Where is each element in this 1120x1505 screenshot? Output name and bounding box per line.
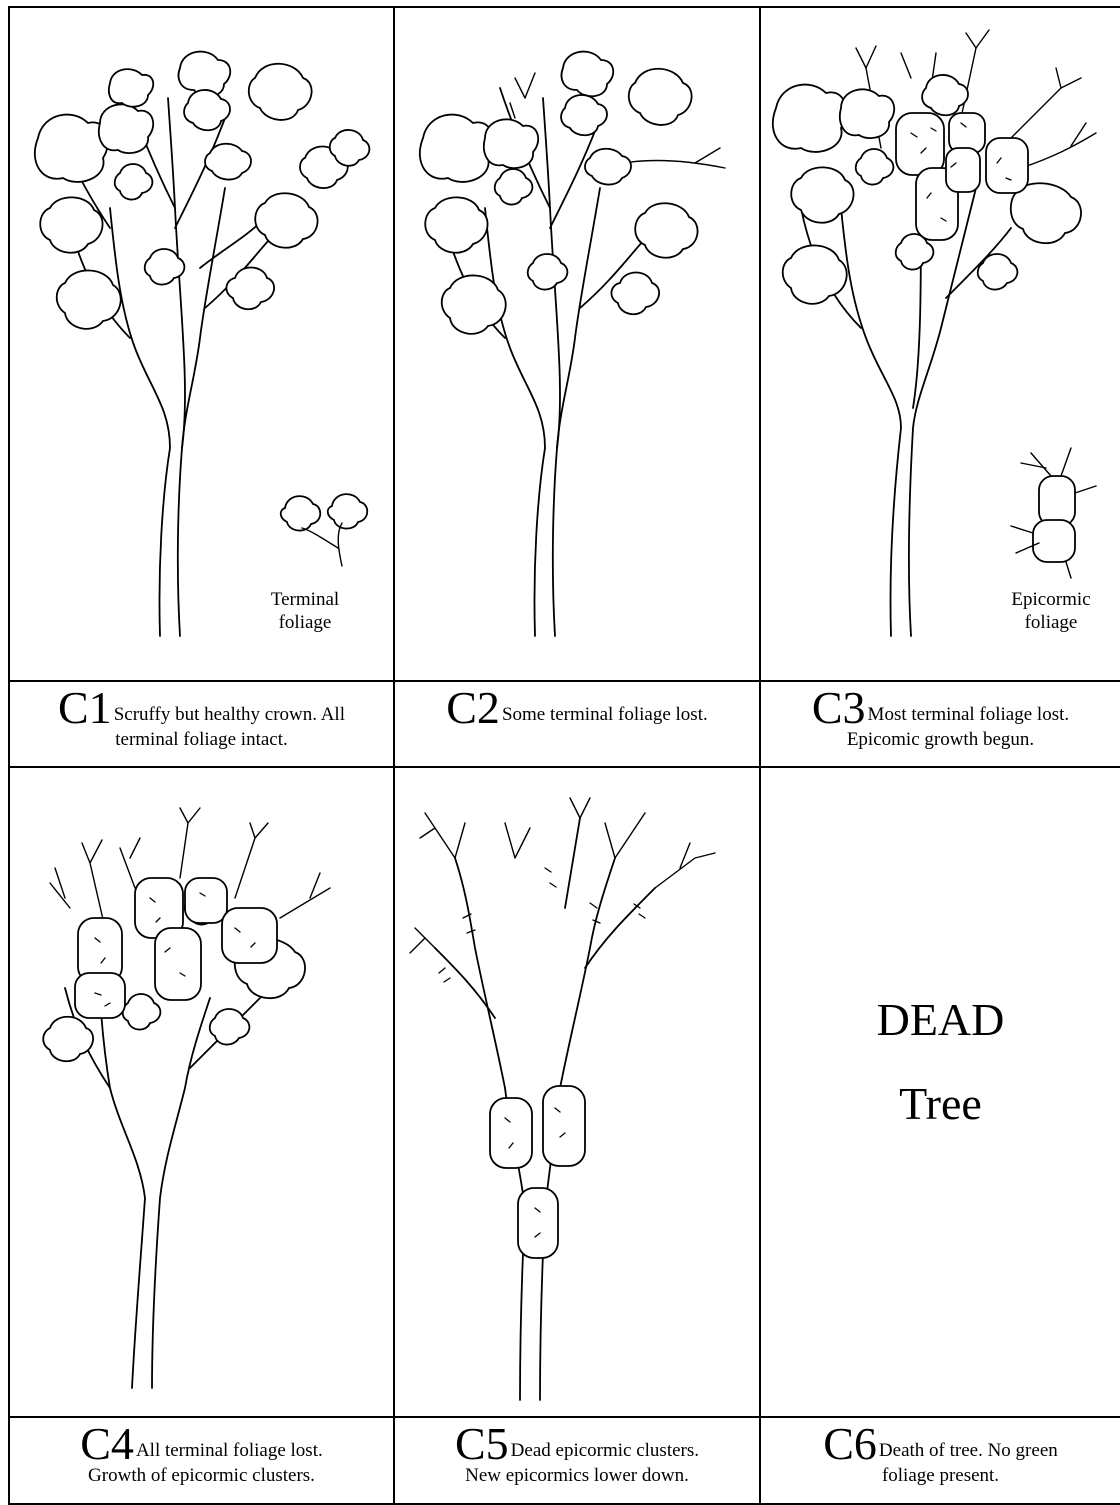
caption-c6-line1: Death of tree. No green [879, 1440, 1058, 1464]
caption-c2-line1: Some terminal foliage lost. [502, 704, 708, 728]
caption-c4-line2: Growth of epicormic clusters. [18, 1464, 385, 1488]
tree-c3-drawing [761, 8, 1120, 682]
caption-c6: C6 Death of tree. No green foliage prese… [761, 1416, 1120, 1505]
code-c6: C6 [823, 1424, 877, 1464]
panel-c3: Epicormic foliage C3 Most terminal folia… [759, 6, 1120, 768]
code-c3: C3 [812, 688, 866, 728]
epicormic-clusters-c3 [896, 113, 1028, 240]
tree-c1-drawing [10, 8, 397, 682]
panel-c1: Terminal foliage C1 Scruffy but healthy … [8, 6, 395, 768]
tree-word: Tree [761, 1062, 1120, 1146]
foliage-c2 [420, 52, 698, 334]
inset-terminal-foliage [281, 494, 368, 566]
code-c1: C1 [58, 688, 112, 728]
code-c5: C5 [455, 1424, 509, 1464]
code-c2: C2 [446, 688, 500, 728]
dead-tree-label: DEAD Tree [761, 978, 1120, 1146]
panel-c6: DEAD Tree C6 Death of tree. No green fol… [759, 766, 1120, 1505]
panel-c4: C4 All terminal foliage lost. Growth of … [8, 766, 395, 1505]
caption-c3: C3 Most terminal foliage lost. Epicomic … [761, 680, 1120, 768]
tree-c2-drawing [395, 8, 763, 682]
caption-c3-line1: Most terminal foliage lost. [868, 704, 1070, 728]
panel-c5: C5 Dead epicormic clusters. New epicormi… [393, 766, 761, 1505]
code-c4: C4 [80, 1424, 134, 1464]
foliage-c1 [35, 52, 370, 329]
caption-c5: C5 Dead epicormic clusters. New epicormi… [395, 1416, 759, 1505]
inset-epicormic-foliage [1011, 448, 1096, 578]
epicormic-clusters-c4 [75, 878, 277, 1018]
caption-c4-line1: All terminal foliage lost. [136, 1440, 323, 1464]
caption-c5-line1: Dead epicormic clusters. [511, 1440, 699, 1464]
caption-c6-line2: foliage present. [769, 1464, 1112, 1488]
tree-c4-drawing [10, 768, 397, 1418]
caption-c1-line1: Scruffy but healthy crown. All [114, 704, 345, 728]
caption-c2: C2 Some terminal foliage lost. [395, 680, 759, 768]
dead-word: DEAD [761, 978, 1120, 1062]
inset-label-epicormic: Epicormic foliage [1001, 588, 1101, 634]
caption-c4: C4 All terminal foliage lost. Growth of … [10, 1416, 393, 1505]
caption-c1: C1 Scruffy but healthy crown. All termin… [10, 680, 393, 768]
panel-c2: C2 Some terminal foliage lost. [393, 6, 761, 768]
tree-c5-drawing [395, 768, 763, 1418]
inset-label-terminal: Terminal foliage [260, 588, 350, 634]
epicormic-clusters-c5 [490, 1086, 585, 1258]
